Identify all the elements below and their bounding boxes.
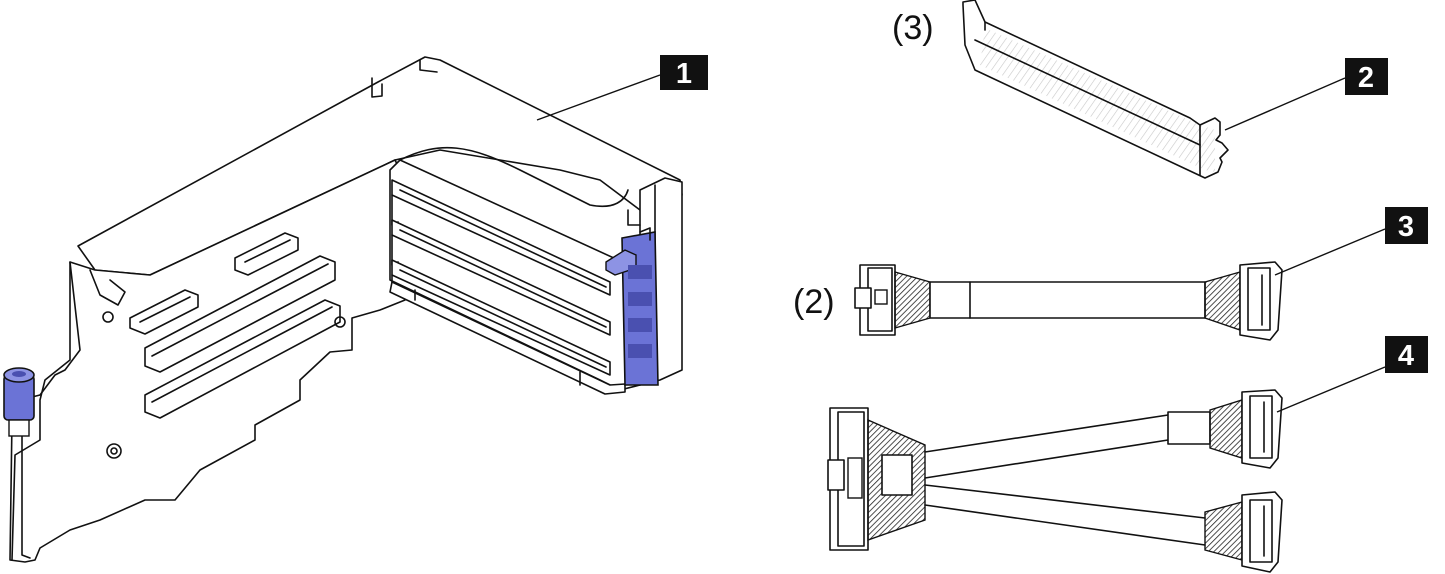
pcie-slot-upper [144, 299, 341, 419]
filler-bracket-outline [962, 0, 1229, 179]
leader-line-1 [536, 74, 661, 121]
callout-badge-1: 1 [660, 55, 708, 90]
thumbscrew [3, 367, 35, 437]
callout-badge-4: 4 [1385, 336, 1428, 373]
svg-text:3: 3 [1398, 211, 1414, 243]
cable-right-connector [1239, 261, 1283, 341]
svg-text:2: 2 [1358, 62, 1374, 94]
retention-latch [605, 227, 659, 386]
svg-text:1: 1 [676, 58, 692, 90]
leader-line-3 [1274, 228, 1386, 276]
bracket-quantity: (3) [892, 9, 934, 47]
cable-single-quantity: (2) [793, 283, 835, 321]
card-slot-3 [391, 259, 611, 376]
y-cable-top-right-connector [1241, 389, 1283, 469]
leader-line-2 [1224, 77, 1346, 131]
y-split-cable-illustration [827, 389, 1283, 573]
y-cable-bottom-right-connector [1241, 491, 1283, 573]
svg-text:4: 4 [1398, 340, 1414, 372]
slot-cage [389, 159, 641, 391]
callout-badge-3: 3 [1385, 207, 1428, 244]
single-cable-illustration [854, 261, 1283, 341]
filler-bracket-illustration [962, 0, 1229, 179]
callout-badge-2: 2 [1345, 58, 1388, 95]
riser-cage-illustration [3, 56, 683, 563]
leader-line-4 [1276, 366, 1386, 413]
card-slot-2 [391, 219, 611, 336]
